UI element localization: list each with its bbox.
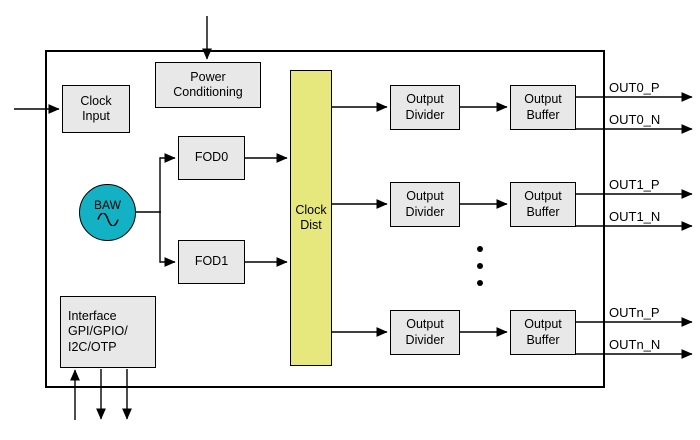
clock-distribution-block: Clock Dist: [290, 70, 332, 366]
output-buffer-block-1: Output Buffer: [510, 182, 576, 227]
out1-n-label: OUT1_N: [609, 209, 661, 224]
out0-n-label: OUT0_N: [609, 112, 661, 127]
output-divider-block-1: Output Divider: [390, 182, 460, 227]
baw-label: BAW: [94, 198, 121, 212]
output-divider-block-0: Output Divider: [390, 85, 460, 130]
fod1-block: FOD1: [178, 240, 245, 284]
sine-wave-icon: [96, 213, 119, 226]
baw-oscillator-block: BAW: [79, 184, 136, 241]
output-buffer-block-0: Output Buffer: [510, 85, 576, 130]
vertical-ellipsis-icon: [477, 246, 483, 286]
outn-p-label: OUTn_P: [609, 305, 660, 320]
power-conditioning-block: Power Conditioning: [155, 62, 261, 108]
out1-p-label: OUT1_P: [609, 177, 660, 192]
fod0-block: FOD0: [178, 136, 245, 180]
output-divider-block-n: Output Divider: [390, 310, 460, 355]
clock-input-block: Clock Input: [62, 85, 130, 133]
interface-block: Interface GPI/GPIO/ I2C/OTP: [60, 296, 156, 368]
outn-n-label: OUTn_N: [609, 337, 661, 352]
out0-p-label: OUT0_P: [609, 80, 660, 95]
output-buffer-block-n: Output Buffer: [510, 310, 576, 355]
chip-boundary: [45, 50, 605, 388]
